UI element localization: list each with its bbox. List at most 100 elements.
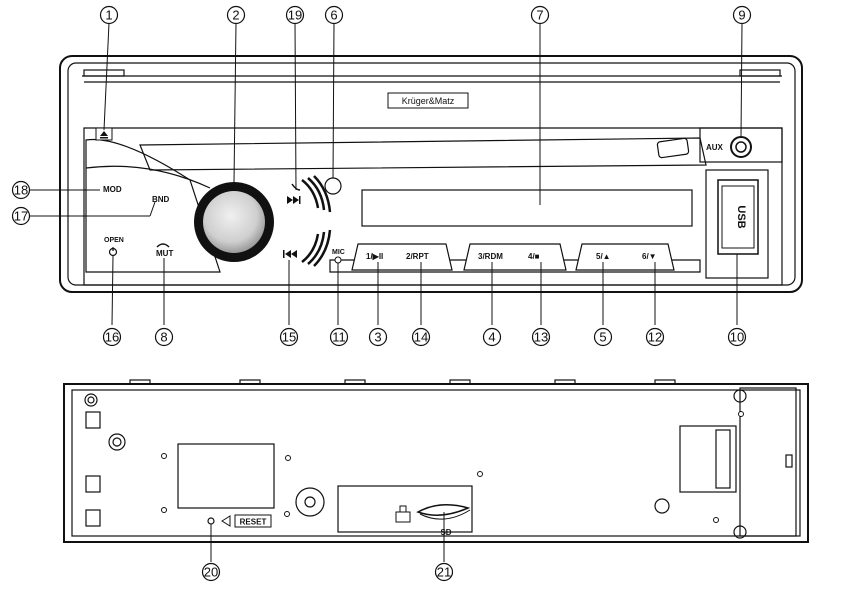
preset3-label: 3/RDM: [478, 252, 503, 261]
back-small-holes: [161, 411, 744, 523]
callout-3: 3: [368, 327, 388, 347]
aux-jack-inner: [735, 141, 747, 153]
leader-lines-back: [210, 512, 445, 562]
callout-circle: [11, 206, 31, 226]
top-clip-left: [83, 69, 125, 77]
next-track-icon: [287, 196, 301, 204]
prev-track-button[interactable]: [283, 250, 297, 258]
mic-label: MIC: [332, 249, 345, 256]
callout-number: 14: [414, 330, 428, 345]
callout-10: 10: [727, 327, 747, 347]
preset-1-2-button[interactable]: [351, 243, 453, 271]
callout-circle: [434, 562, 454, 582]
callout-8: 8: [154, 327, 174, 347]
reset-label-box: [234, 514, 272, 528]
open-label: OPEN: [104, 237, 124, 244]
back-tab-2: [239, 379, 261, 385]
main-face: [83, 127, 783, 286]
volume-knob[interactable]: [194, 182, 274, 262]
leader-lines-front: [29, 22, 743, 326]
mic-hole: [334, 256, 342, 264]
mut-label[interactable]: MUT: [156, 249, 173, 258]
ir-sensor: [656, 137, 690, 159]
callout-number: 8: [160, 330, 167, 345]
callout-circle: [102, 327, 122, 347]
brand-logo: Krüger&Matz: [387, 92, 469, 109]
callout-circle: [531, 327, 551, 347]
bnd-label[interactable]: BND: [152, 195, 170, 204]
callout-19: 19: [285, 5, 305, 25]
callout-number: 21: [437, 565, 451, 580]
callout-21: 21: [434, 562, 454, 582]
callout-12: 12: [645, 327, 665, 347]
back-screw-2: [108, 433, 126, 451]
callout-number: 9: [738, 8, 745, 23]
callout-6: 6: [324, 5, 344, 25]
lcd-display: [361, 189, 693, 227]
callout-circle: [727, 327, 747, 347]
right-arc-ridges: [301, 175, 332, 267]
callout-circle: [645, 327, 665, 347]
callout-number: 2: [232, 8, 239, 23]
callout-circle: [593, 327, 613, 347]
callout-circle: [11, 180, 31, 200]
preset5-label: 5/▲: [596, 252, 611, 261]
mod-label[interactable]: MOD: [103, 185, 122, 194]
power-icon: [108, 247, 118, 257]
callout-15: 15: [279, 327, 299, 347]
callout-circle: [99, 5, 119, 25]
ir-eye: [324, 177, 342, 195]
callout-4: 4: [482, 327, 502, 347]
back-tab-3: [344, 379, 366, 385]
callout-circle: [411, 327, 431, 347]
callout-circle: [154, 327, 174, 347]
back-tab-6: [654, 379, 676, 385]
sd-area: [337, 485, 473, 533]
back-connector: [295, 487, 325, 517]
back-screw-4: [733, 525, 747, 539]
callout-14: 14: [411, 327, 431, 347]
callout-circle: [368, 327, 388, 347]
next-track-button[interactable]: [287, 183, 301, 204]
callout-circle: [482, 327, 502, 347]
callout-1: 1: [99, 5, 119, 25]
back-right-module: [679, 425, 737, 493]
callout-20: 20: [201, 562, 221, 582]
callout-number: 1: [105, 8, 112, 23]
preset2-label: 2/RPT: [406, 252, 429, 261]
callout-11: 11: [329, 327, 349, 347]
callout-16: 16: [102, 327, 122, 347]
callout-number: 12: [648, 330, 662, 345]
callout-number: 18: [14, 183, 28, 198]
preset4-label: 4/■: [528, 252, 540, 261]
callout-circle: [201, 562, 221, 582]
callout-17: 17: [11, 206, 31, 226]
callout-9: 9: [732, 5, 752, 25]
callout-number: 5: [599, 330, 606, 345]
phone-hangup-icon: [156, 243, 170, 248]
callout-number: 7: [536, 8, 543, 23]
callout-5: 5: [593, 327, 613, 347]
reset-label: RESET: [240, 518, 267, 527]
callout-number: 10: [730, 330, 744, 345]
aux-label: AUX: [706, 143, 724, 152]
back-clip-2: [85, 475, 101, 493]
preset-5-6-button[interactable]: [575, 243, 675, 271]
eject-icon: [100, 131, 108, 139]
callout-circle: [732, 5, 752, 25]
back-screw-3: [733, 389, 747, 403]
callout-number: 20: [204, 565, 218, 580]
reset-button[interactable]: [207, 517, 215, 525]
brand-logo-text: Krüger&Matz: [402, 96, 455, 106]
top-clip-right: [739, 69, 781, 77]
callout-circle: [226, 5, 246, 25]
preset-buttons: [351, 243, 675, 271]
callout-18: 18: [11, 180, 31, 200]
back-label-plate: [177, 443, 275, 509]
usb-port[interactable]: USB: [717, 179, 759, 255]
back-connector-inner: [304, 496, 316, 508]
sd-lock-icon: [395, 505, 411, 523]
